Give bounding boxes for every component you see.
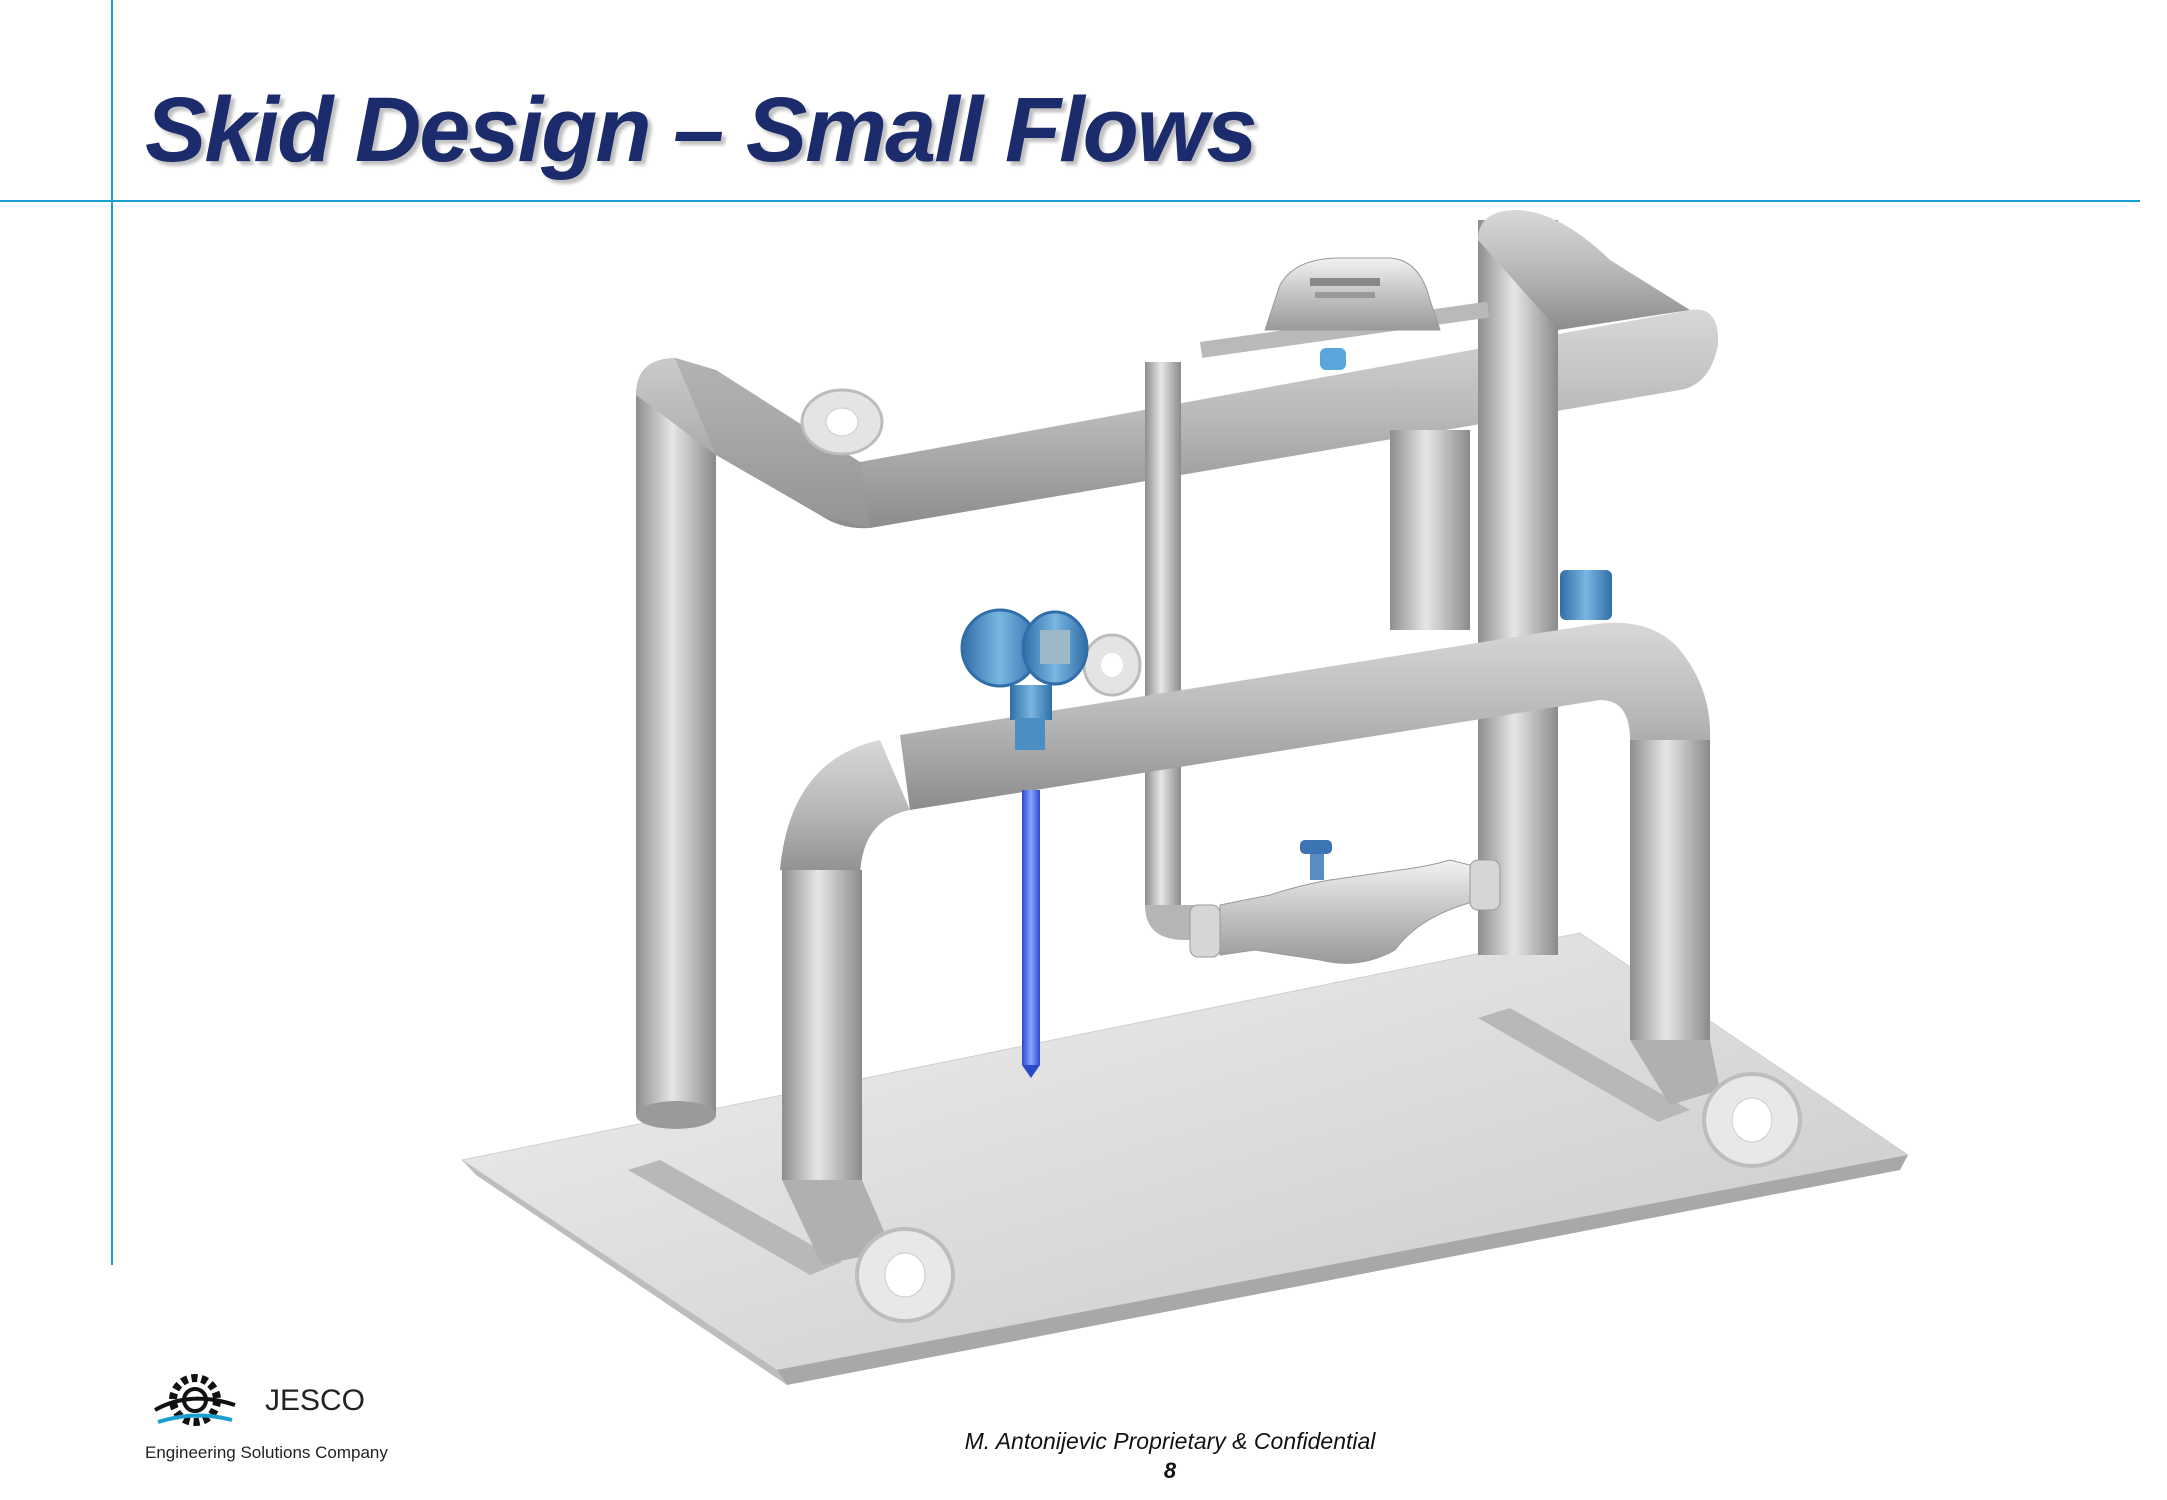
mid-flange [1082,633,1142,697]
left-riser-pipe [636,395,716,1129]
front-right-riser [1630,740,1802,1168]
right-riser-pipe [1478,210,1690,955]
page-number: 8 [1163,1458,1177,1483]
insertion-transmitter [960,608,1089,1078]
horizontal-rule [0,200,2140,202]
back-flange [800,388,884,456]
coriolis-meter [1145,840,1501,964]
front-left-riser [782,870,955,1323]
side-transmitter [1560,570,1612,620]
slide-title: Skid Design – Small Flows [145,79,1258,181]
footer-confidential: M. Antonijevic Proprietary & Confidentia… [964,1428,1376,1454]
inlet-flange [855,1227,955,1323]
logo-name: JESCO [265,1384,366,1417]
bypass-loop [1145,257,1490,907]
gear-logo-icon [154,1374,236,1426]
logo-tagline: Engineering Solutions Company [145,1443,388,1462]
middle-header-pipe [780,622,1711,880]
company-logo: JESCO Engineering Solutions Company [140,1370,400,1470]
vertical-rule [111,0,113,1265]
outlet-flange [1702,1072,1802,1168]
